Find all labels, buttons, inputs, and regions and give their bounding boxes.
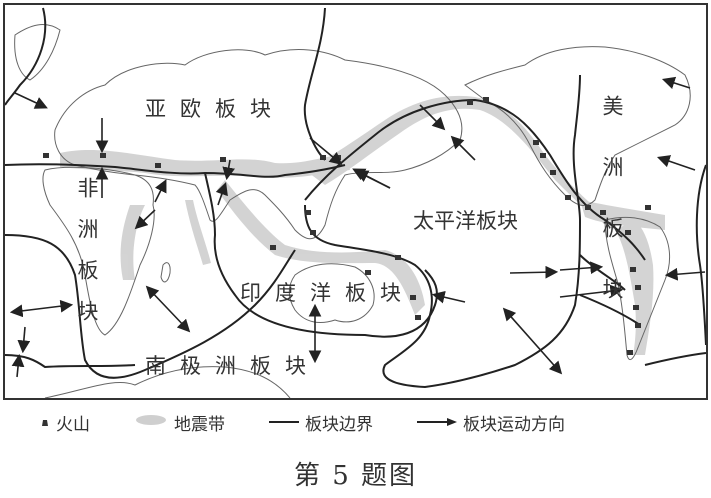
legend-label-volcano: 火山 <box>56 414 90 435</box>
plate-boundaries <box>5 7 706 389</box>
seismic-belt-icon <box>134 412 168 432</box>
legend-item-volcano: 火山 <box>40 410 90 435</box>
plate-motion-arrows <box>9 76 706 378</box>
map-drawing <box>5 7 706 398</box>
plate-boundary-line-icon <box>269 412 299 432</box>
tectonic-plate-map: 亚欧板块 非洲板块 太平洋板块 印度洋板块 南极洲板块 美洲板块 <box>3 3 708 400</box>
plate-label-indian-ocean: 印度洋板块 <box>240 281 415 305</box>
plate-label-antarctic: 南极洲板块 <box>145 354 320 378</box>
volcanoes <box>43 97 651 355</box>
plate-label-eurasian: 亚欧板块 <box>145 97 285 121</box>
map-legend: 火山 地震带 板块边界 板块运动方向 <box>40 410 700 435</box>
plate-label-african: 非洲板块 <box>75 177 99 341</box>
plate-label-pacific: 太平洋板块 <box>413 209 518 233</box>
volcano-icon <box>40 412 50 432</box>
legend-item-seismic-belt: 地震带 <box>134 410 225 435</box>
plate-label-american: 美洲板块 <box>600 95 624 339</box>
legend-label-plate-motion: 板块运动方向 <box>463 414 565 435</box>
figure-caption: 第 5 题图 <box>293 461 418 491</box>
coastlines <box>14 24 691 398</box>
legend-label-plate-boundary: 板块边界 <box>305 414 373 435</box>
legend-item-plate-motion: 板块运动方向 <box>417 410 565 435</box>
legend-label-seismic-belt: 地震带 <box>174 414 225 435</box>
plate-motion-arrow-icon <box>417 412 457 432</box>
legend-item-plate-boundary: 板块边界 <box>269 410 373 435</box>
